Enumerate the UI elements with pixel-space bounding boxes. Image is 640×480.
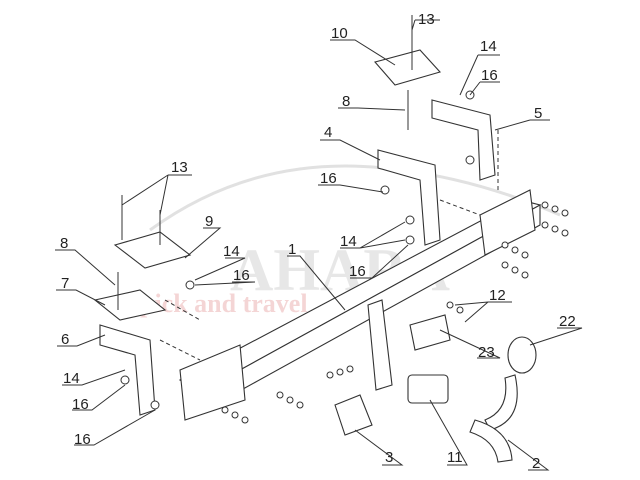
label-13: 13	[418, 11, 435, 28]
label-13: 13	[171, 159, 188, 176]
watermark-tagline: pick and travel	[140, 289, 308, 318]
label-9: 9	[205, 213, 213, 230]
label-14: 14	[63, 370, 80, 387]
label-8: 8	[342, 93, 350, 110]
plate-part-7	[93, 289, 167, 321]
bracket-part-6	[99, 324, 156, 416]
bracket-part-5	[431, 99, 496, 181]
label-14: 14	[340, 233, 357, 250]
label-7: 7	[61, 275, 69, 292]
label-10: 10	[331, 25, 348, 42]
plate-part-23	[409, 314, 451, 351]
label-22: 22	[559, 313, 576, 330]
label-14: 14	[480, 38, 497, 55]
plate-part-9	[113, 231, 192, 269]
label-12: 12	[489, 287, 506, 304]
label-16: 16	[74, 431, 91, 448]
bracket-part-3	[334, 394, 373, 436]
socket-part-11	[407, 374, 449, 404]
plate-part-10	[374, 49, 442, 86]
label-1: 1	[288, 241, 296, 258]
leader-lines	[55, 19, 583, 471]
label-14: 14	[223, 243, 240, 260]
label-3: 3	[385, 449, 393, 466]
label-16: 16	[72, 396, 89, 413]
neck-part-2	[469, 419, 513, 463]
label-5: 5	[534, 105, 542, 122]
label-8: 8	[60, 235, 68, 252]
label-16: 16	[320, 170, 337, 187]
label-11: 11	[447, 449, 463, 466]
label-23: 23	[478, 344, 495, 361]
bracket-part-4	[377, 149, 441, 246]
label-16: 16	[233, 267, 250, 284]
label-6: 6	[61, 331, 69, 348]
fasteners	[120, 90, 569, 424]
label-4: 4	[324, 124, 332, 141]
drop-plate	[367, 299, 393, 391]
label-16: 16	[481, 67, 498, 84]
label-16: 16	[349, 263, 366, 280]
tow-ball-part-22	[484, 336, 537, 431]
part-labels: 13 10 14 16 8 5 4 16 13 9 14 16 8 7 1 14…	[60, 11, 576, 472]
label-2: 2	[532, 455, 540, 472]
